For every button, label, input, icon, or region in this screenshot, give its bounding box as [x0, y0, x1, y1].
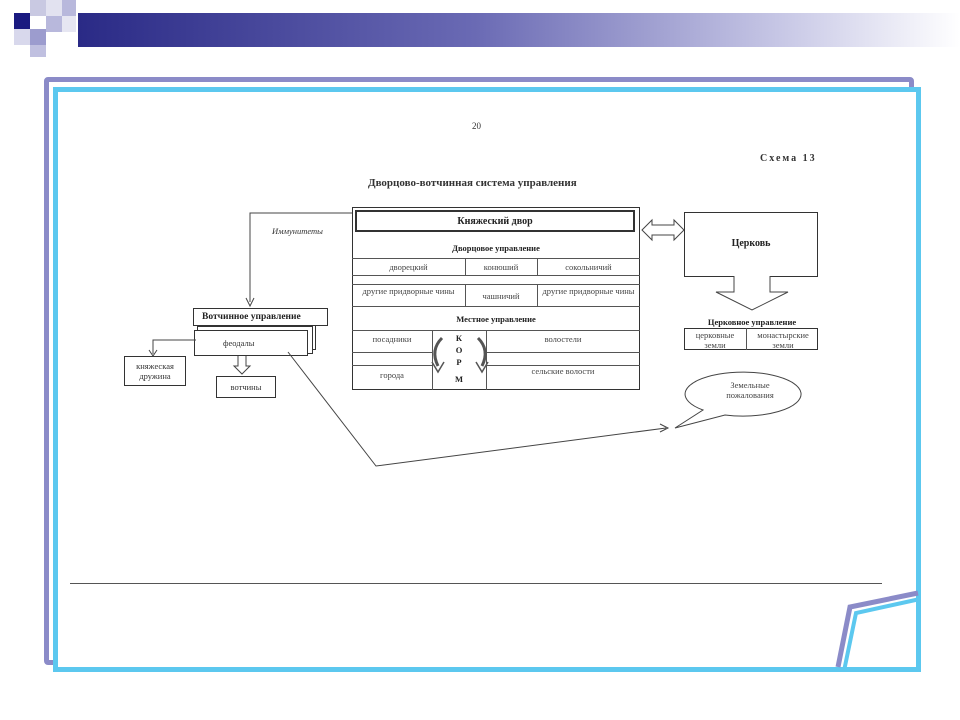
table-line [352, 365, 432, 366]
land-grants-callout [674, 371, 802, 429]
table-line [537, 258, 538, 275]
table-line [465, 284, 466, 306]
table-line [352, 275, 640, 276]
folded-corner [835, 590, 921, 672]
deco-square [62, 16, 76, 32]
scheme-label: Схема 13 [760, 153, 817, 164]
selskie-volosti-cell: сельские волости [531, 366, 595, 376]
table-line [537, 284, 538, 306]
table-line [352, 352, 432, 353]
votchina-admin-box: Вотчинное управление [193, 308, 328, 326]
monastery-lands-cell: монастырские земли [757, 330, 809, 350]
official-other-right: другие придворные чины [542, 286, 635, 296]
local-admin-label: Местное управление [456, 314, 536, 324]
table-line [486, 330, 487, 390]
table-line [486, 352, 640, 353]
goroda-cell: города [380, 370, 404, 380]
church-down-arrow [715, 276, 789, 311]
table-line [352, 330, 640, 331]
table-line [465, 258, 466, 275]
korm-letter: Р [456, 357, 462, 367]
votchiny-box: вотчины [216, 376, 276, 398]
church-box: Церковь [684, 212, 818, 277]
official-sokolnichy: сокольничий [565, 262, 612, 272]
title-bar-gradient [78, 13, 960, 47]
land-grants-label: Земельные пожалования [726, 380, 774, 400]
table-line [352, 258, 640, 259]
church-lands-cell: церковные земли [695, 330, 735, 350]
church-lands-table [684, 328, 818, 350]
official-chashnichy: чашничий [482, 291, 520, 301]
table-line [486, 365, 640, 366]
deco-square [46, 16, 62, 32]
korm-letter: М [454, 374, 464, 384]
official-other-left: другие придворные чины [362, 286, 455, 296]
korm-arrows [431, 336, 489, 374]
table-line [352, 306, 640, 307]
deco-square [14, 13, 30, 29]
page-bottom-rule [70, 583, 882, 584]
page-number: 20 [472, 121, 481, 131]
court-box: Княжеский двор [355, 210, 635, 232]
deco-square [62, 0, 76, 16]
official-dvoretsky: дворецкий [389, 262, 428, 272]
official-konyushy: конюший [483, 262, 519, 272]
deco-square [30, 45, 46, 57]
posadniki-cell: посадники [372, 334, 412, 344]
korm-letter: К [455, 333, 463, 343]
druzhina-box: княжеская дружина [124, 356, 186, 386]
church-admin-label: Церковное управление [707, 317, 797, 327]
deco-square [46, 0, 62, 16]
table-line [746, 328, 747, 350]
feudals-box: феодалы [194, 330, 308, 356]
volosteli-cell: волостели [544, 334, 582, 344]
diagram-title: Дворцово-вотчинная система управления [368, 177, 577, 189]
deco-square [30, 29, 46, 45]
table-line [352, 284, 640, 285]
korm-letter: О [455, 345, 463, 355]
table-line [432, 330, 433, 390]
court-table [352, 207, 640, 390]
deco-square [14, 29, 30, 45]
deco-square [30, 0, 46, 16]
immunities-label: Иммунитеты [272, 226, 323, 236]
palace-admin-label: Дворцовое управление [452, 243, 540, 253]
